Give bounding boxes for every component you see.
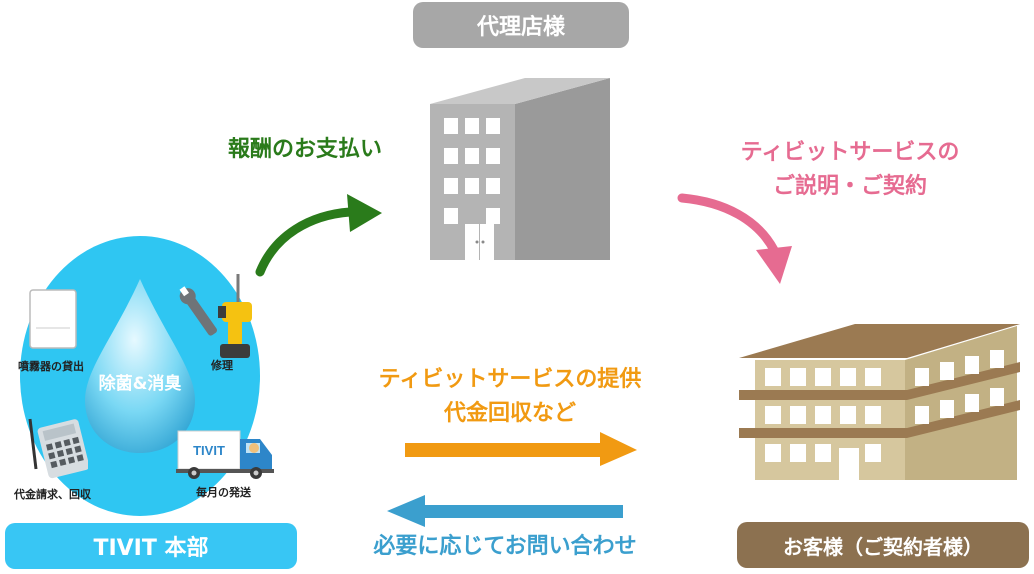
- customer-building-icon: [739, 324, 1020, 480]
- payment-arrow: [255, 194, 382, 277]
- explain-label: ティビットサービスの ご説明・ご契約: [705, 136, 995, 204]
- calculator-icon: [28, 418, 88, 479]
- shipping-label: 毎月の発送: [196, 486, 251, 499]
- truck-icon: TIVIT: [176, 430, 274, 479]
- payment-label: 報酬のお支払い: [227, 137, 382, 162]
- explain-arrow: [677, 193, 792, 284]
- explain-label-line1: ティビットサービスの: [740, 140, 960, 165]
- sprayer-label: 噴霧器の貸出: [18, 360, 84, 373]
- service-label: ティビットサービスの提供 代金回収など: [350, 363, 670, 431]
- billing-label: 代金請求、回収: [14, 488, 91, 501]
- water-drop-icon: [85, 279, 195, 453]
- customer-label: お客様（ご契約者様）: [737, 522, 1029, 568]
- repair-label: 修理: [211, 359, 233, 372]
- inquiry-label: 必要に応じてお問い合わせ: [373, 534, 637, 559]
- truck-logo: TIVIT: [193, 443, 225, 458]
- service-arrow: [405, 432, 637, 466]
- inquiry-arrow: [387, 495, 623, 527]
- sprayer-icon: [29, 289, 77, 349]
- explain-label-line2: ご説明・ご契約: [772, 174, 927, 199]
- drill-icon: [179, 274, 252, 358]
- drop-label: 除菌&消臭: [98, 374, 182, 394]
- agency-building-icon: [430, 78, 610, 260]
- service-label-line1: ティビットサービスの提供: [378, 367, 642, 392]
- agency-label: 代理店様: [413, 2, 629, 48]
- hq-label: TIVIT 本部: [5, 523, 297, 569]
- service-label-line2: 代金回収など: [443, 401, 576, 426]
